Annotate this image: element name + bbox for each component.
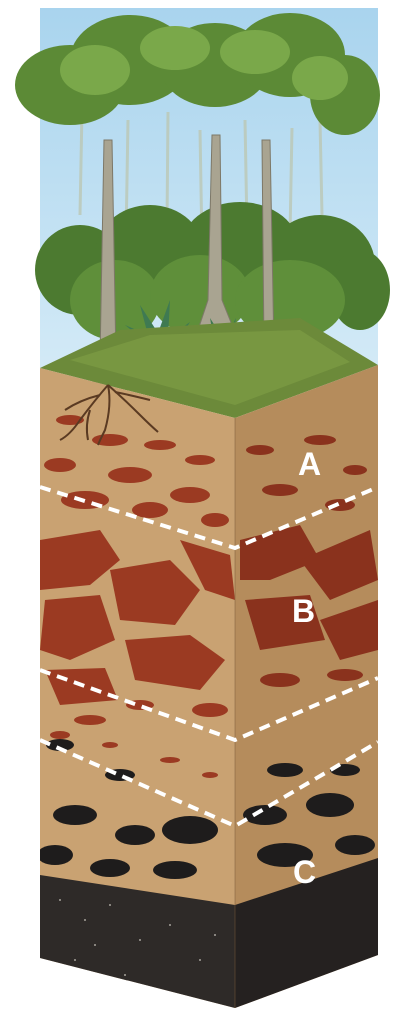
horizon-label-a: A bbox=[298, 446, 321, 482]
soil-front-face bbox=[37, 360, 240, 1010]
horizon-label-b: B bbox=[292, 593, 315, 629]
horizon-label-c: C bbox=[293, 854, 316, 890]
